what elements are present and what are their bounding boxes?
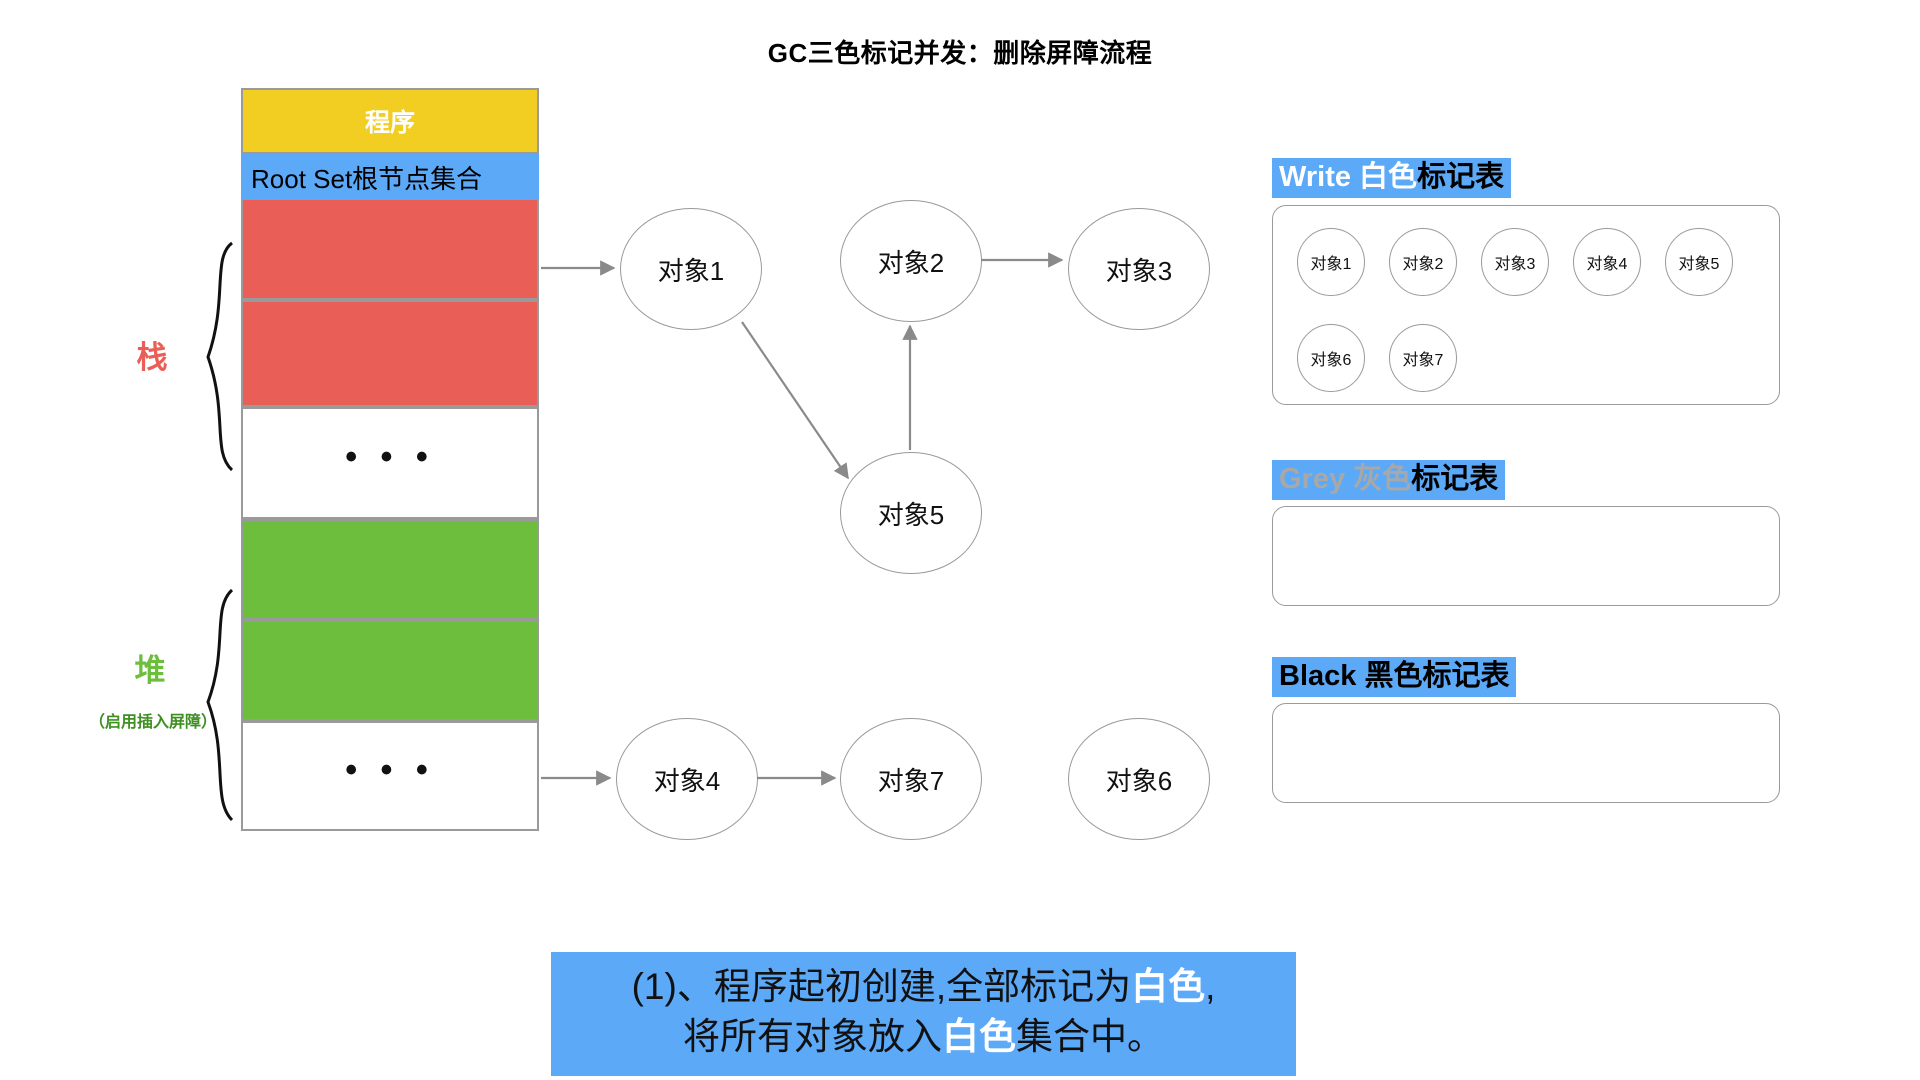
- grey-table-color-word: 灰色: [1353, 463, 1412, 495]
- graph-node-obj3[interactable]: 对象3: [1068, 208, 1210, 330]
- marker-chip-label: 对象1: [1310, 256, 1352, 273]
- step-caption: (1)、程序起初创建,全部标记为白色, 将所有对象放入白色集合中。: [551, 952, 1296, 1076]
- graph-node-obj2[interactable]: 对象2: [840, 200, 982, 322]
- caption-line2-suffix: 集合中。: [1016, 1016, 1164, 1057]
- caption-line1-highlight: 白色: [1131, 966, 1206, 1007]
- graph-node-obj7[interactable]: 对象7: [840, 718, 982, 840]
- white-table-keyword: Write: [1279, 161, 1351, 193]
- graph-node-label: 对象2: [877, 247, 945, 278]
- heap-label: 堆: [134, 653, 166, 688]
- memory-slot-heap-1: [241, 519, 539, 620]
- black-table-tail: 标记表: [1422, 660, 1510, 692]
- heap-brace: [206, 588, 234, 822]
- caption-line2-prefix: 将所有对象放入: [683, 1016, 942, 1057]
- grey-marker-table-body: [1272, 506, 1780, 606]
- black-table-keyword: Black: [1279, 660, 1357, 692]
- graph-node-label: 对象6: [1105, 765, 1173, 796]
- ellipsis-glyph: • • •: [345, 438, 435, 476]
- stack-label: 栈: [136, 340, 168, 375]
- marker-chip-label: 对象5: [1678, 256, 1720, 273]
- grey-table-keyword: Grey: [1279, 463, 1346, 495]
- memory-slot-stack-2: [241, 300, 539, 407]
- memory-slot-heap-2: [241, 620, 539, 721]
- marker-chip[interactable]: 对象2: [1389, 228, 1457, 296]
- marker-chip-label: 对象4: [1586, 256, 1628, 273]
- memory-slot-stack-ellipsis: • • •: [241, 407, 539, 519]
- graph-node-label: 对象1: [657, 255, 725, 286]
- marker-chip-label: 对象3: [1494, 256, 1536, 273]
- marker-chip-label: 对象2: [1402, 256, 1444, 273]
- graph-node-obj4[interactable]: 对象4: [616, 718, 758, 840]
- marker-chip[interactable]: 对象4: [1573, 228, 1641, 296]
- marker-chip-label: 对象6: [1310, 352, 1352, 369]
- memory-column: 程序 Root Set根节点集合 • • • • • •: [241, 88, 539, 831]
- graph-node-obj6[interactable]: 对象6: [1068, 718, 1210, 840]
- graph-node-label: 对象4: [653, 765, 721, 796]
- black-marker-table-title: Black 黑色标记表: [1272, 657, 1517, 698]
- marker-chip[interactable]: 对象1: [1297, 228, 1365, 296]
- white-table-color-word: 白色: [1359, 161, 1418, 193]
- black-table-color-word: 黑色: [1364, 660, 1423, 692]
- graph-node-label: 对象3: [1105, 255, 1173, 286]
- white-table-tail: 标记表: [1417, 161, 1505, 193]
- marker-chip[interactable]: 对象5: [1665, 228, 1733, 296]
- marker-chip[interactable]: 对象3: [1481, 228, 1549, 296]
- graph-node-label: 对象5: [877, 499, 945, 530]
- black-marker-table-body: [1272, 703, 1780, 803]
- caption-line2-highlight: 白色: [942, 1016, 1016, 1057]
- heap-sublabel: （启用插入屏障）: [88, 714, 217, 731]
- marker-chip[interactable]: 对象7: [1389, 324, 1457, 392]
- ellipsis-glyph-2: • • •: [345, 751, 435, 789]
- memory-slot-program: 程序: [241, 88, 539, 154]
- caption-line1-prefix: (1)、程序起初创建,全部标记为: [631, 966, 1132, 1007]
- page-title: GC三色标记并发：删除屏障流程: [767, 38, 1153, 68]
- memory-slot-root-set: Root Set根节点集合: [241, 154, 539, 200]
- root-set-label: Root Set根节点集合: [251, 163, 483, 194]
- grey-marker-table-title: Grey 灰色标记表: [1272, 460, 1506, 501]
- marker-chip-label: 对象7: [1402, 352, 1444, 369]
- white-marker-table-title: Write 白色标记表: [1272, 158, 1512, 199]
- marker-chip[interactable]: 对象6: [1297, 324, 1365, 392]
- grey-table-tail: 标记表: [1411, 463, 1499, 495]
- edge-obj1-obj5: [741, 321, 849, 480]
- memory-slot-heap-ellipsis: • • •: [241, 721, 539, 831]
- memory-slot-stack-1: [241, 200, 539, 300]
- graph-node-obj5[interactable]: 对象5: [840, 452, 982, 574]
- program-label: 程序: [364, 109, 415, 137]
- graph-node-label: 对象7: [877, 765, 945, 796]
- graph-node-obj1[interactable]: 对象1: [620, 208, 762, 330]
- caption-line1-suffix: ,: [1205, 966, 1216, 1007]
- white-marker-table-body: 对象1 对象2 对象3 对象4 对象5 对象6 对象7: [1272, 205, 1780, 405]
